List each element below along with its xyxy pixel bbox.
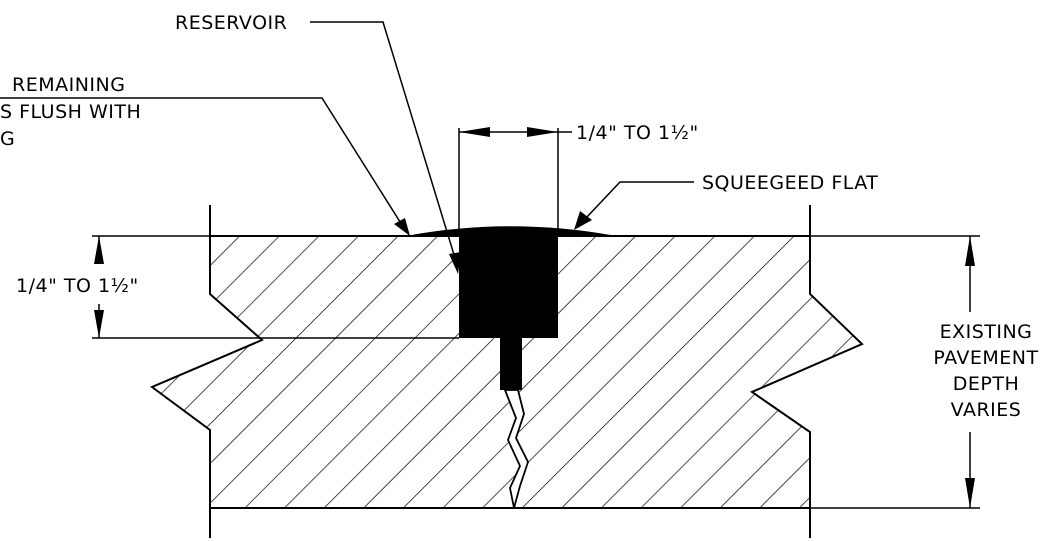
reservoir-leader <box>310 21 456 259</box>
reservoir-leader-arrow <box>449 252 461 274</box>
existing-label-line1: EXISTING <box>940 321 1033 343</box>
squeegeed-leader-arrow <box>574 211 592 230</box>
right-dim-arrow-bottom <box>965 478 975 508</box>
right-dim-arrow-top <box>965 236 975 266</box>
remaining-label-line3: G <box>0 128 15 150</box>
existing-label-line4: VARIES <box>951 399 1022 421</box>
left-dim-arrow-top <box>94 236 104 264</box>
existing-label-line2: PAVEMENT <box>933 347 1038 369</box>
crack <box>503 389 529 509</box>
top-dim-arrow-left <box>459 127 490 137</box>
sealant-reservoir <box>459 236 558 338</box>
existing-label-line3: DEPTH <box>953 373 1020 395</box>
remaining-label-line1: REMAINING <box>12 74 125 96</box>
remaining-label-line2: S FLUSH WITH <box>0 101 141 123</box>
remaining-leader <box>0 97 403 226</box>
top-dim-arrow-right <box>527 127 558 137</box>
squeegeed-sealant-cap <box>409 226 613 237</box>
sealant-neck <box>500 338 522 390</box>
squeegeed-flat-label: SQUEEGEED FLAT <box>702 172 878 194</box>
top-width-dimension-label: 1/4" TO 1½" <box>576 122 699 144</box>
remaining-leader-arrow <box>394 218 410 236</box>
squeegeed-leader <box>585 181 694 219</box>
reservoir-label: RESERVOIR <box>175 12 287 34</box>
left-dim-arrow-bottom <box>94 310 104 338</box>
left-depth-dimension-label: 1/4" TO 1½" <box>16 275 139 297</box>
